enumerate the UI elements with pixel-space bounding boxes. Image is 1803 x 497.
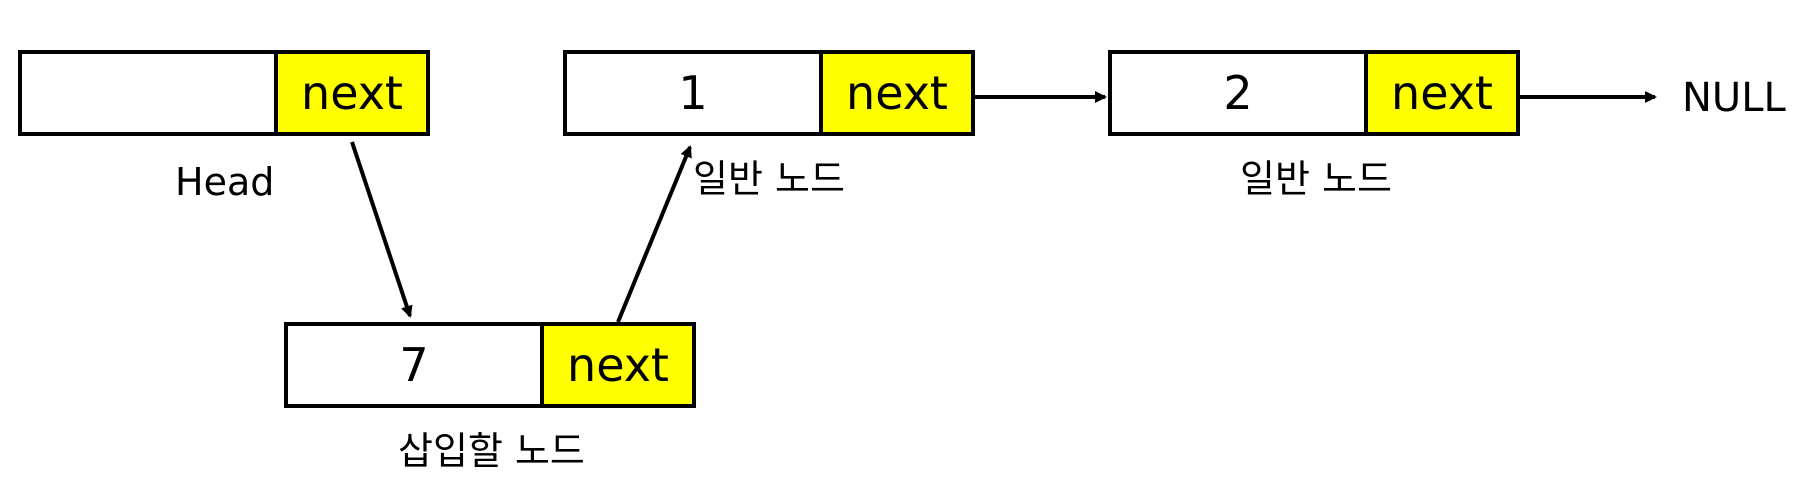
arrow-head-to-insert	[350, 141, 413, 318]
node-2-caption: 일반 노드	[1240, 157, 1392, 201]
null-terminal: NULL	[1682, 75, 1786, 121]
head-next-cell: next	[278, 54, 426, 132]
insert-node-next-cell: next	[544, 326, 692, 404]
insert-node-caption: 삽입할 노드	[398, 429, 585, 473]
node-1-next-cell: next	[823, 54, 971, 132]
node-1-value-cell: 1	[567, 54, 823, 132]
node-2-next-cell: next	[1368, 54, 1516, 132]
insert-node-value-cell: 7	[288, 326, 544, 404]
head-value-cell	[22, 54, 278, 132]
node-2-value-cell: 2	[1112, 54, 1368, 132]
head-node: next	[18, 50, 430, 136]
node-1-caption: 일반 노드	[693, 157, 845, 201]
node-2: 2 next	[1108, 50, 1520, 136]
insert-node: 7 next	[284, 322, 696, 408]
head-caption: Head	[175, 160, 275, 204]
node-1: 1 next	[563, 50, 975, 136]
arrow-insert-to-node1	[616, 145, 692, 323]
